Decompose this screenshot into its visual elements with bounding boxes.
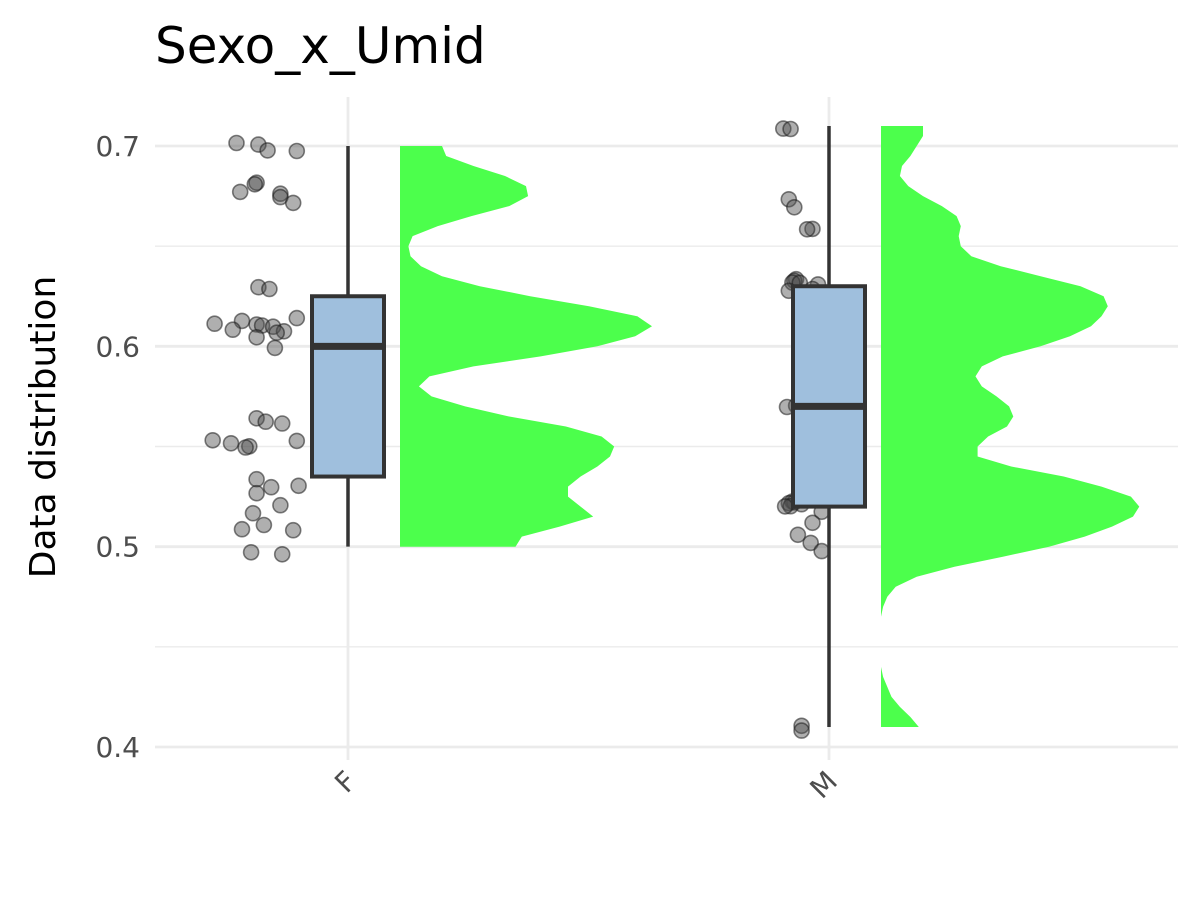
grid-layer (155, 97, 1178, 760)
data-point (262, 478, 280, 496)
density-layer (400, 126, 1140, 727)
data-point (785, 199, 803, 216)
data-point (793, 717, 810, 735)
data-point (248, 316, 265, 333)
data-point (233, 520, 251, 538)
data-point (789, 526, 807, 544)
data-point (804, 220, 821, 238)
data-point (272, 496, 289, 514)
data-point (248, 409, 265, 427)
density-M (881, 126, 1140, 727)
data-point (231, 183, 249, 201)
y-tick-label: 0.5 (95, 531, 140, 564)
data-point (266, 339, 284, 357)
box-layer (310, 125, 867, 727)
data-point (237, 439, 254, 456)
data-point (284, 521, 302, 539)
box-F (310, 294, 386, 479)
y-tick-label: 0.7 (95, 130, 140, 163)
data-point (273, 545, 291, 563)
data-point (798, 221, 816, 238)
data-point (288, 309, 306, 327)
data-point (248, 470, 265, 488)
data-point (268, 324, 286, 342)
y-axis-label: Data distribution (23, 276, 64, 579)
density-F (400, 146, 652, 547)
data-point (228, 134, 245, 152)
data-point (802, 534, 820, 552)
data-point (259, 142, 276, 159)
data-point (248, 484, 265, 502)
data-point (782, 120, 799, 138)
data-point (793, 722, 810, 739)
data-point (248, 328, 265, 346)
data-point (776, 498, 794, 515)
data-point (242, 543, 260, 561)
box-M (791, 284, 867, 509)
data-point (273, 415, 291, 432)
data-point (288, 142, 306, 160)
chart-title: Sexo_x_Umid (155, 17, 486, 75)
data-point (284, 194, 302, 212)
data-point (224, 321, 242, 339)
data-point (204, 431, 221, 449)
data-point (804, 514, 821, 532)
data-point (222, 434, 240, 452)
data-point (206, 315, 223, 333)
data-point (246, 176, 264, 193)
data-point (257, 413, 275, 431)
data-point (290, 477, 307, 495)
data-point (288, 432, 306, 450)
x-tick-label: M (804, 765, 844, 805)
y-tick-label: 0.4 (95, 731, 140, 764)
data-point (261, 280, 278, 298)
data-point (813, 542, 831, 560)
y-tick-label: 0.6 (95, 330, 140, 363)
x-tick-label: F (328, 765, 363, 800)
data-point (244, 504, 262, 522)
data-point (250, 136, 267, 153)
data-point (255, 516, 273, 534)
